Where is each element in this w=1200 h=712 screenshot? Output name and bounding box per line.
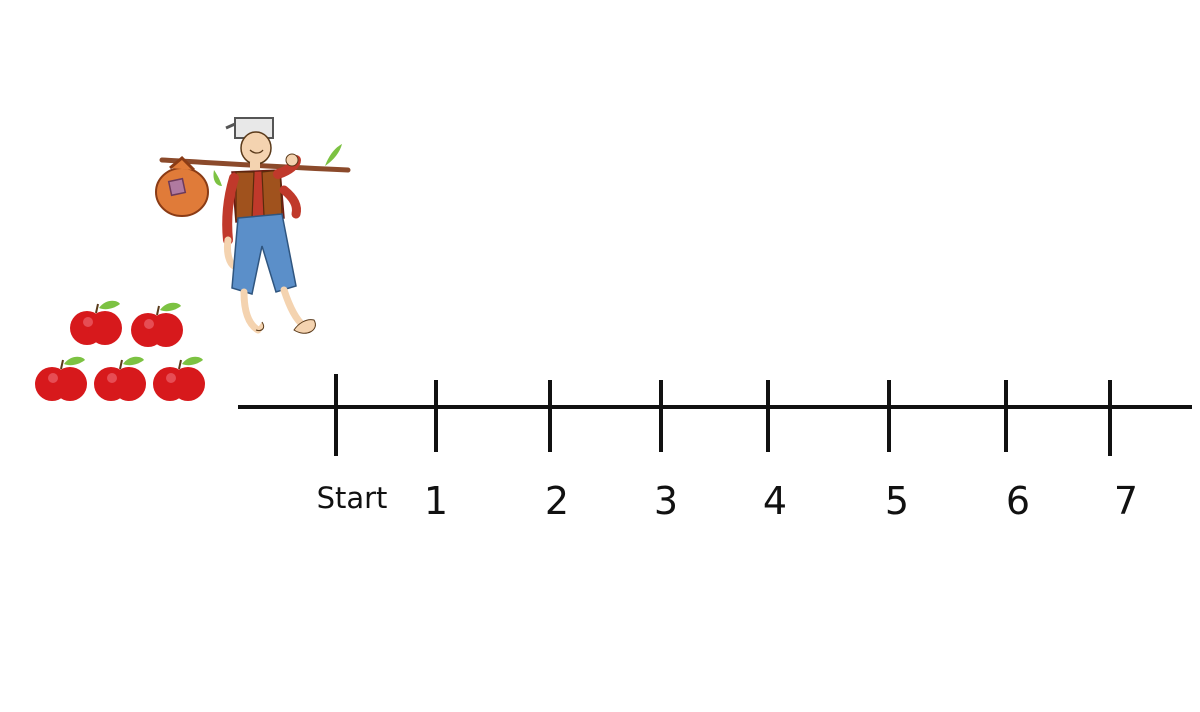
tick-label-4: 4: [763, 479, 787, 523]
tick-label-6: 6: [1006, 479, 1030, 523]
apple-icon: [153, 356, 205, 401]
apple-icon: [35, 356, 87, 401]
tick-label-2: 2: [545, 479, 569, 523]
apple-pile: [35, 300, 205, 401]
tick-label-3: 3: [654, 479, 678, 523]
apple-icon: [94, 356, 146, 401]
tick-labels: Start 1 2 3 4 5 6 7: [317, 479, 1139, 523]
tick-label-1: 1: [424, 479, 448, 523]
apple-icon: [131, 302, 183, 347]
tick-marks: [334, 374, 1112, 456]
tick-label-7: 7: [1114, 479, 1138, 523]
wanderer-icon: [155, 117, 351, 334]
start-label: Start: [317, 481, 388, 515]
tick-label-5: 5: [885, 479, 909, 523]
apple-icon: [70, 300, 122, 345]
